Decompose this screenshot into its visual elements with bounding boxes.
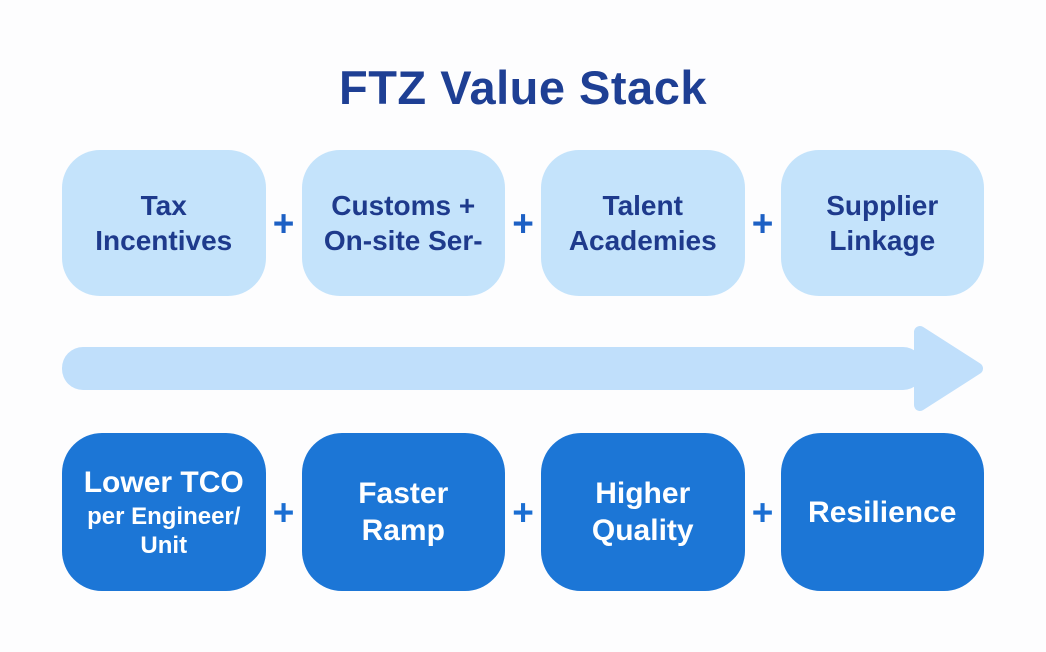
box-label: Talent Academies xyxy=(568,189,717,257)
box-label: Resilience xyxy=(808,495,957,529)
box-label: Tax Incentives xyxy=(95,189,233,257)
box-label: Supplier Linkage xyxy=(826,189,939,257)
box-resilience: Resilience xyxy=(780,433,984,592)
box-label: Higher Quality xyxy=(591,476,694,548)
box-sublabel: per Engineer/ Unit xyxy=(87,502,241,560)
page-title: FTZ Value Stack xyxy=(339,61,707,114)
box-label: Faster Ramp xyxy=(358,476,449,548)
box-customs-onsite-services: Customs + On-site Ser- xyxy=(301,150,505,297)
box-lower-tco: Lower TCO per Engineer/ Unit xyxy=(62,433,266,592)
box-label: Lower TCO xyxy=(83,466,244,500)
plus-icon: + xyxy=(751,202,774,244)
plus-icon: + xyxy=(272,491,295,533)
box-talent-academies: Talent Academies xyxy=(541,150,745,297)
plus-icon: + xyxy=(751,491,774,533)
right-arrow-icon xyxy=(62,320,984,416)
plus-icon: + xyxy=(512,491,534,533)
inputs-row: Tax Incentives + Customs + On-site Ser- … xyxy=(62,150,984,297)
box-higher-quality: Higher Quality xyxy=(541,433,745,592)
box-supplier-linkage: Supplier Linkage xyxy=(780,150,984,297)
box-label: Customs + On-site Ser- xyxy=(323,189,483,257)
outcomes-row: Lower TCO per Engineer/ Unit + Faster Ra… xyxy=(62,433,984,592)
box-faster-ramp: Faster Ramp xyxy=(301,433,505,592)
plus-icon: + xyxy=(272,202,295,244)
plus-icon: + xyxy=(512,202,534,244)
box-tax-incentives: Tax Incentives xyxy=(62,150,266,297)
